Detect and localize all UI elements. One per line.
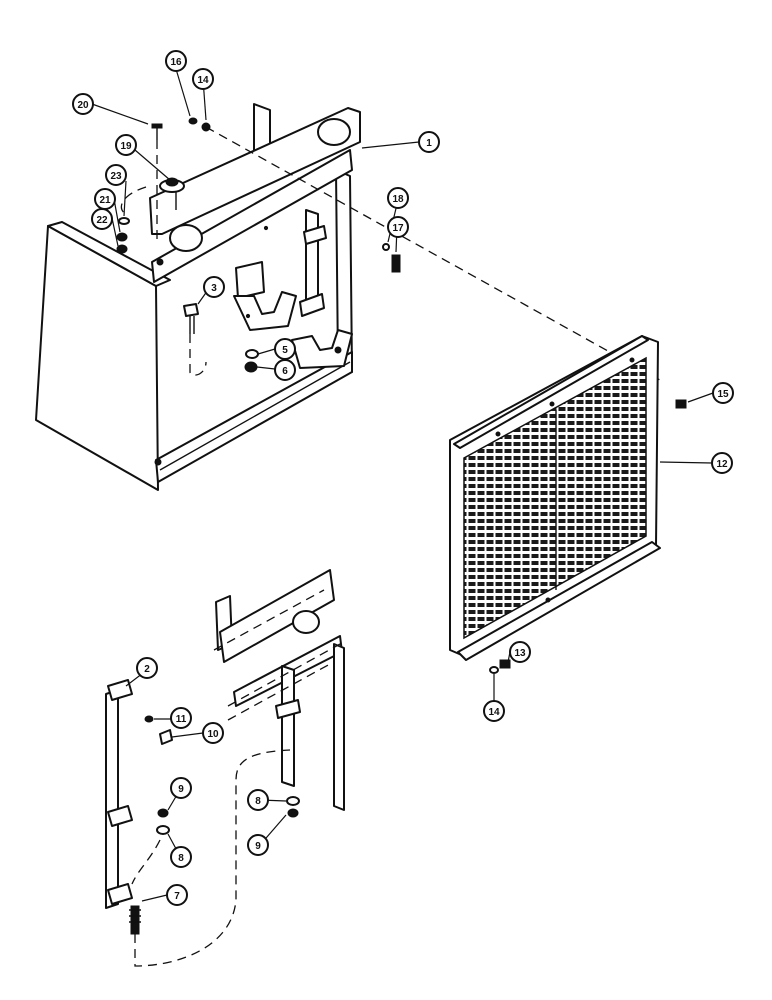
callout-label: 16 [170, 57, 182, 68]
alignment-lines-lower [131, 589, 341, 967]
callout-19: 19 [115, 134, 137, 156]
callout-label: 7 [174, 891, 180, 902]
callout-14b: 14 [483, 700, 505, 722]
callout-label: 13 [514, 648, 526, 659]
callout-label: 15 [717, 389, 729, 400]
callout-7: 7 [166, 884, 188, 906]
callout-9a: 9 [170, 777, 192, 799]
callout-21: 21 [94, 188, 116, 210]
callout-9b: 9 [247, 834, 269, 856]
callout-label: 9 [255, 841, 261, 852]
callout-3: 3 [203, 276, 225, 298]
callout-8b: 8 [247, 789, 269, 811]
alignment-lines [120, 126, 661, 381]
callout-label: 5 [282, 345, 288, 356]
callout-12: 12 [711, 452, 733, 474]
callout-label: 20 [77, 100, 89, 111]
callout-label: 6 [282, 366, 288, 377]
callout-20: 20 [72, 93, 94, 115]
callout-label: 1 [426, 138, 432, 149]
callout-label: 18 [392, 194, 404, 205]
callout-22: 22 [91, 208, 113, 230]
callout-17: 17 [387, 216, 409, 238]
callout-15: 15 [712, 382, 734, 404]
callout-13: 13 [509, 641, 531, 663]
callout-label: 8 [178, 853, 184, 864]
callout-label: 12 [716, 459, 728, 470]
callout-18: 18 [387, 187, 409, 209]
callout-label: 22 [96, 215, 108, 226]
callout-23: 23 [105, 164, 127, 186]
callout-1: 1 [418, 131, 440, 153]
callout-label: 10 [207, 729, 219, 740]
callout-label: 2 [144, 664, 150, 675]
callout-14a: 14 [192, 68, 214, 90]
callout-label: 19 [120, 141, 132, 152]
callout-label: 14 [197, 75, 209, 86]
callout-label: 17 [392, 223, 404, 234]
callout-8a: 8 [170, 846, 192, 868]
fastener-hardware [116, 117, 687, 674]
callout-label: 9 [178, 784, 184, 795]
callout-11: 11 [170, 707, 192, 729]
lower-mounting-frame [105, 569, 345, 935]
callout-label: 8 [255, 796, 261, 807]
callout-label: 21 [99, 195, 111, 206]
radiator-grille-screen [449, 335, 661, 661]
callout-2: 2 [136, 657, 158, 679]
callout-6: 6 [274, 359, 296, 381]
callout-label: 23 [110, 171, 122, 182]
callout-label: 3 [211, 283, 217, 294]
callout-5: 5 [274, 338, 296, 360]
callout-10: 10 [202, 722, 224, 744]
callout-16: 16 [165, 50, 187, 72]
callout-label: 11 [176, 714, 187, 725]
callout-label: 14 [488, 707, 500, 718]
radiator-housing-assembly [35, 103, 361, 491]
